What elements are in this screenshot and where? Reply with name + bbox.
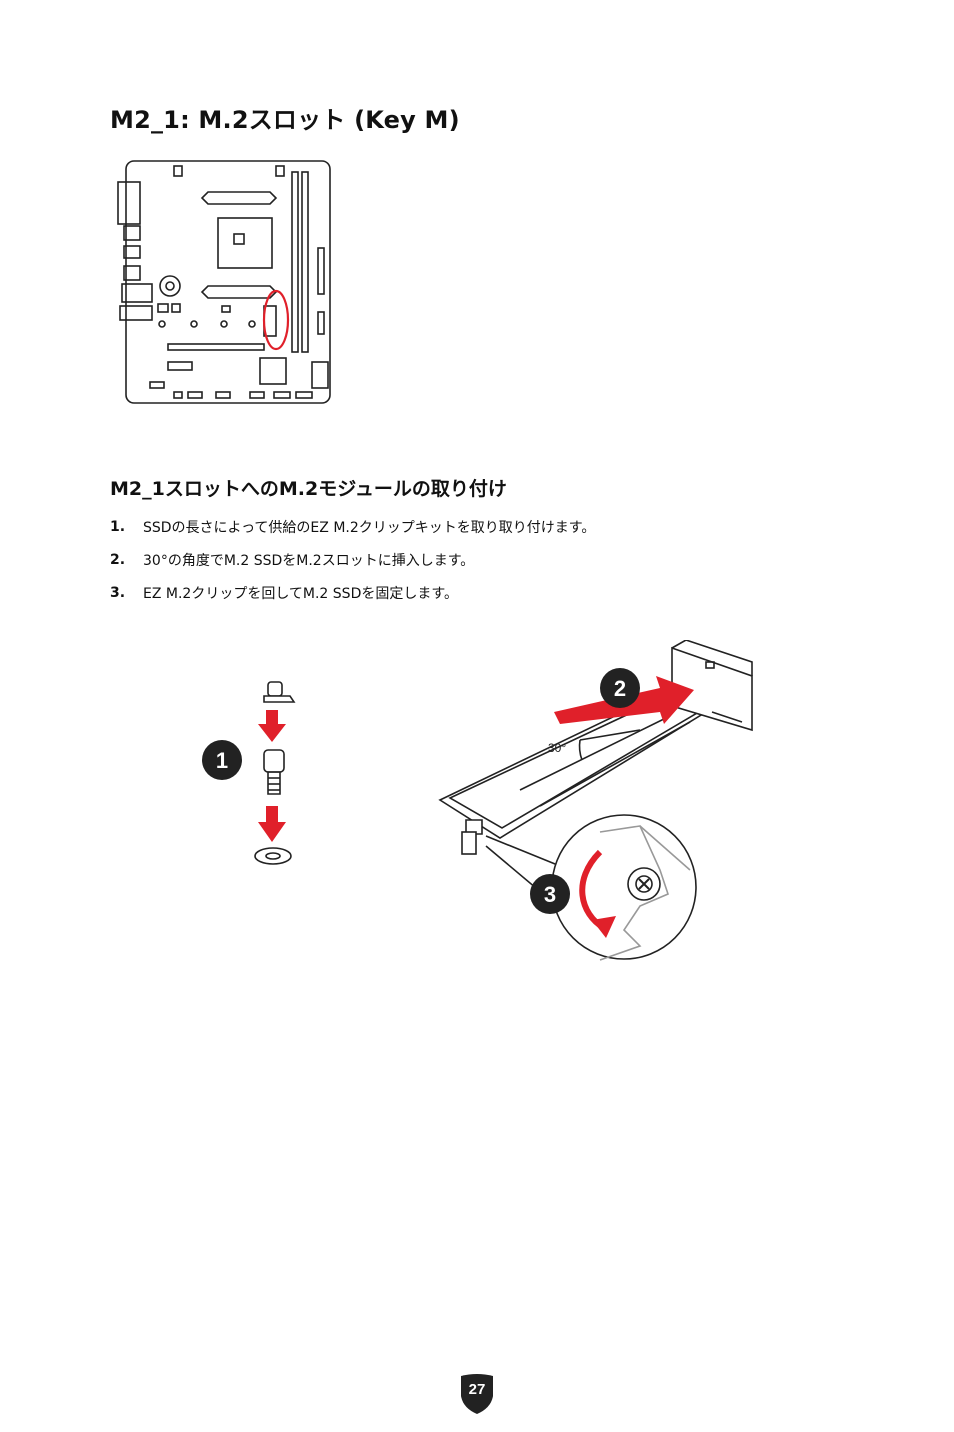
dimm-slot-1	[291, 171, 299, 353]
step-text: EZ M.2クリップを回してM.2 SSDを固定します。	[143, 585, 458, 602]
step-text: 30°の角度でM.2 SSDをM.2スロットに挿入します。	[143, 552, 475, 569]
install-steps: 1. SSDの長さによって供給のEZ M.2クリップキットを取り取り付けます。 …	[110, 510, 595, 609]
rear-io-block-3	[123, 245, 141, 259]
step2-badge-label: 2	[614, 676, 626, 701]
shield-badge-icon	[461, 1374, 493, 1414]
ez-clip-small	[465, 819, 483, 835]
step1-badge-label: 1	[216, 748, 228, 773]
step-item: 3. EZ M.2クリップを回してM.2 SSDを固定します。	[110, 576, 595, 609]
step-number: 3.	[110, 584, 126, 601]
board-outline	[125, 160, 331, 404]
section-subtitle: M2_1スロットへのM.2モジュールの取り付け	[110, 478, 507, 500]
step3-badge: 3	[530, 874, 570, 914]
angle-label: 30°	[548, 741, 566, 755]
installation-illustration: 1 30° 2 3	[202, 640, 753, 961]
rear-io-block-4	[123, 265, 141, 281]
arrow-down-icon	[258, 806, 286, 842]
step1-badge: 1	[202, 740, 242, 780]
step-number: 1.	[110, 518, 126, 535]
step-item: 2. 30°の角度でM.2 SSDをM.2スロットに挿入します。	[110, 543, 595, 576]
step2-badge: 2	[600, 668, 640, 708]
cpu-bracket-top	[200, 191, 278, 205]
battery	[159, 275, 181, 297]
page-number: 27	[468, 1381, 486, 1398]
rear-io-block-6	[119, 305, 153, 321]
rear-io-block-2	[123, 225, 141, 241]
cpu-socket	[217, 217, 273, 269]
clip-zoom-detail	[485, 814, 697, 961]
step3-badge-label: 3	[544, 882, 556, 907]
motherboard-diagram	[117, 160, 331, 404]
arrow-down-icon	[258, 710, 286, 742]
step-number: 2.	[110, 551, 126, 568]
standoff-assembly	[254, 681, 296, 865]
m2-slot-highlight	[262, 289, 290, 351]
step-item: 1. SSDの長さによって供給のEZ M.2クリップキットを取り取り付けます。	[110, 510, 595, 543]
rear-io-block-5	[121, 283, 153, 303]
step-text: SSDの長さによって供給のEZ M.2クリップキットを取り取り付けます。	[143, 519, 596, 536]
page-title: M2_1: M.2スロット (Key M)	[110, 106, 460, 134]
chipset	[259, 357, 287, 385]
dimm-slot-2	[301, 171, 309, 353]
rear-io-block-1	[117, 181, 141, 225]
pcie-slot	[167, 343, 265, 351]
cpu-bracket-bottom	[200, 285, 278, 299]
